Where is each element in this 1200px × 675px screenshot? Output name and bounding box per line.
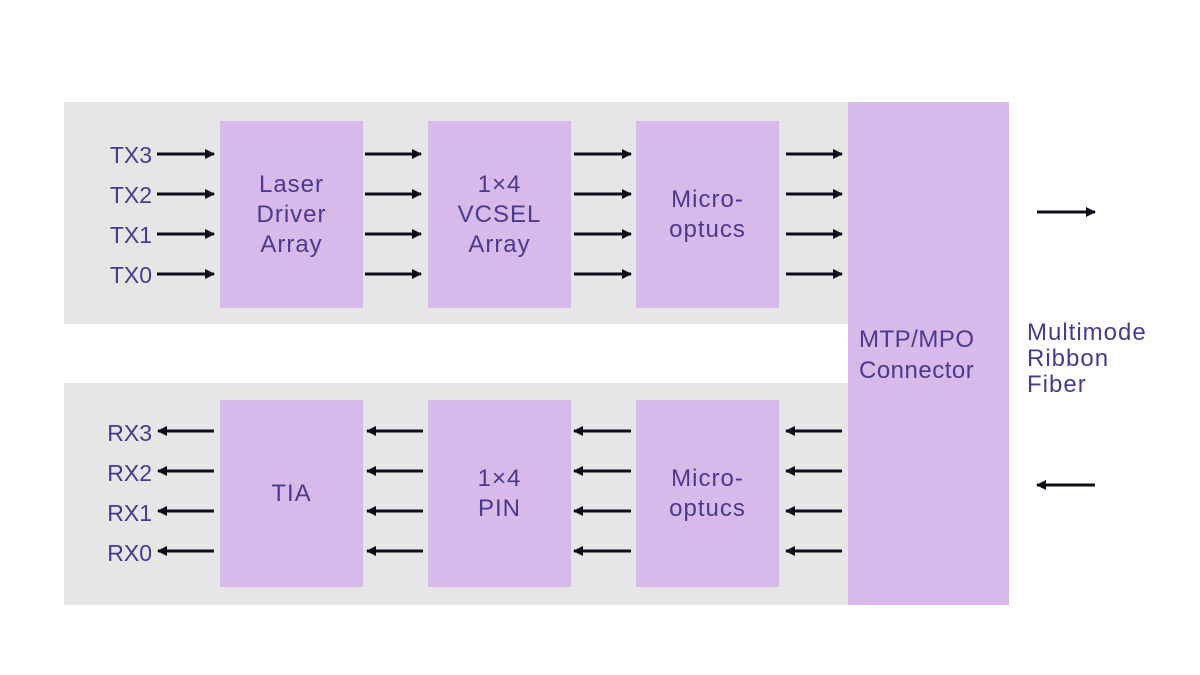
rx-micro-optics-block: Micro- optucs [636, 400, 779, 587]
rx-port-label: RX1 [107, 500, 152, 526]
tx-micro-optics-label: Micro- optucs [669, 185, 746, 243]
pin-array-block: 1×4 PIN [428, 400, 571, 587]
laser-driver-array-label: Laser Driver Array [256, 170, 327, 258]
rx-port-label: RX3 [107, 420, 152, 446]
fiber-label: Multimode Ribbon Fiber [1027, 319, 1147, 398]
tx-port-label: TX1 [109, 222, 152, 248]
vcsel-array-block: 1×4 VCSEL Array [428, 121, 571, 308]
tx-port-label: TX2 [109, 182, 152, 208]
tia-block: TIA [220, 400, 363, 587]
laser-driver-array-block: Laser Driver Array [220, 121, 363, 308]
tx-micro-optics-block: Micro- optucs [636, 121, 779, 308]
rx-port-label: RX0 [107, 540, 152, 566]
tia-label: TIA [271, 479, 312, 507]
rx-micro-optics-label: Micro- optucs [669, 464, 746, 522]
vcsel-array-label: 1×4 VCSEL Array [457, 170, 542, 258]
mtp-mpo-connector-block: MTP/MPO Connector [848, 102, 1009, 605]
tx-port-label: TX0 [109, 262, 152, 288]
connector-label: MTP/MPO Connector [859, 326, 975, 384]
pin-array-label: 1×4 PIN [477, 464, 522, 522]
tx-port-label: TX3 [109, 142, 152, 168]
rx-port-label: RX2 [107, 460, 152, 486]
